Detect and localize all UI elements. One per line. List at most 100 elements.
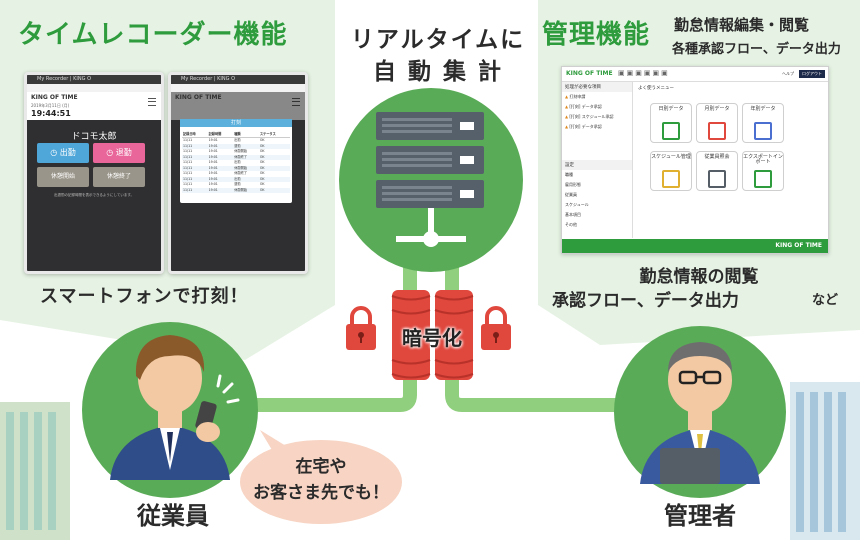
phone1-brand: KING OF TIME	[31, 94, 78, 101]
laptop-icon	[660, 448, 720, 484]
history-column-header: 記録時間	[207, 130, 234, 138]
table-cell: 19:01	[208, 160, 218, 164]
table-cell: 19:01	[208, 171, 218, 175]
building-right-icon	[790, 382, 860, 540]
table-cell: OK	[259, 182, 265, 186]
table-cell: 11/11	[183, 176, 193, 181]
bubble-line2: お客さま先でも！	[253, 483, 389, 503]
settings-item[interactable]: 基本項目	[565, 212, 581, 217]
break-end-button[interactable]: 休憩終了	[93, 167, 145, 187]
menu-tile[interactable]: スケジュール管理	[650, 151, 692, 191]
table-cell: 11/11	[183, 165, 193, 170]
clock-out-button[interactable]: ◷ 退勤	[93, 143, 145, 163]
table-cell: 11/11	[183, 154, 193, 159]
menu-tile[interactable]: 年別データ	[742, 103, 784, 143]
sidebar-item[interactable]: ▲ [打刻] データ承認	[562, 102, 632, 112]
sidebar-item-label: [打刻] データ承認	[569, 124, 602, 129]
menu-tile-label: 従業員照会	[704, 154, 730, 160]
admin-app-screen: KING OF TIME ▣▣▣▣▣▣ ヘルプ ログアウト 処理が必要な項目 ▲…	[561, 66, 829, 254]
right-panel-title: 管理機能	[542, 20, 651, 50]
phone2-header: KING OF TIME	[171, 92, 305, 120]
right-panel-caption1: 勤怠情報の閲覧	[639, 267, 759, 287]
settings-item[interactable]: スケジュール	[565, 202, 589, 207]
table-cell: OK	[259, 138, 265, 142]
warning-icon: ▲	[565, 94, 570, 99]
menu-tile[interactable]: 日別データ	[650, 103, 692, 143]
table-cell: 休憩開始	[234, 187, 247, 192]
menu-tile-icon	[662, 122, 680, 140]
table-cell: 19:01	[208, 176, 218, 181]
building-left-icon	[0, 402, 70, 540]
table-cell: 退勤	[234, 182, 241, 186]
phone1-user: ドコモ太郎	[71, 132, 117, 142]
menu-tile[interactable]: エクスポートインポート	[742, 151, 784, 191]
right-panel-subtitle2: 各種承認フロー、データ出力	[672, 42, 841, 57]
phone2-brand: KING OF TIME	[175, 94, 222, 101]
encryption-label: 暗号化	[402, 326, 462, 350]
sidebar-title: 処理が必要な項目	[562, 82, 632, 92]
app-sidebar: 処理が必要な項目 ▲ 打刻申請▲ [打刻] データ承認▲ [打刻] スケジュール…	[562, 82, 633, 238]
menu-tile-label: 日別データ	[658, 106, 684, 112]
table-cell: 休憩終了	[234, 171, 247, 175]
table-cell: 19:01	[208, 143, 218, 148]
settings-item[interactable]: 職種	[565, 172, 573, 177]
help-link[interactable]: ヘルプ	[782, 71, 794, 76]
clock-in-button[interactable]: ◷ 出勤	[37, 143, 89, 163]
table-cell: 出勤	[234, 176, 241, 181]
menu-icon[interactable]	[292, 98, 300, 106]
phone1-date: 2019年3月11日 (月)	[31, 103, 70, 108]
table-cell: 11/11	[183, 138, 193, 142]
settings-items: 職種雇用形態従業員スケジュール基本項目その他	[562, 170, 632, 230]
sidebar-item-label: [打刻] データ承認	[569, 104, 602, 109]
cable-to-employee	[228, 243, 417, 412]
table-cell: 19:01	[208, 149, 218, 153]
logout-button[interactable]: ログアウト	[799, 70, 825, 78]
table-cell: 休憩開始	[234, 149, 247, 153]
table-cell: 19:01	[208, 154, 218, 159]
server-icon	[376, 112, 484, 247]
phone1-time: 19:44:51	[31, 109, 71, 118]
center-title-line2: 自 動 集 計	[372, 59, 504, 85]
break-start-button[interactable]: 休憩開始	[37, 167, 89, 187]
settings-item[interactable]: 雇用形態	[565, 182, 581, 187]
right-panel-caption2: 承認フロー、データ出力	[552, 291, 739, 311]
table-cell: 11/11	[183, 143, 193, 148]
phone1-header: KING OF TIME 2019年3月11日 (月) 19:44:51	[27, 92, 161, 120]
sidebar-item[interactable]: ▲ [打刻] スケジュール承認	[562, 112, 632, 122]
warning-icon: ▲	[565, 104, 570, 109]
sidebar-item[interactable]: ▲ [打刻] データ承認	[562, 122, 632, 132]
bubble-line1: 在宅や	[295, 457, 347, 477]
table-cell: OK	[259, 149, 265, 153]
menu-tile-icon	[754, 122, 772, 140]
sidebar-item-label: [打刻] スケジュール承認	[569, 114, 614, 119]
app-toolbar: KING OF TIME ▣▣▣▣▣▣ ヘルプ ログアウト	[562, 67, 828, 82]
menu-tile[interactable]: 月別データ	[696, 103, 738, 143]
manager-label: 管理者	[664, 502, 736, 530]
menu-icon[interactable]	[148, 98, 156, 106]
menu-tile-label: 月別データ	[704, 106, 730, 112]
toolbar-icons[interactable]: ▣▣▣▣▣▣	[618, 69, 670, 77]
table-cell: 休憩開始	[234, 165, 247, 170]
table-cell: OK	[259, 187, 265, 192]
clock-icon: ◷	[50, 148, 60, 157]
app-brand: KING OF TIME	[566, 70, 613, 77]
menu-tile-icon	[708, 170, 726, 188]
table-cell: 11/11	[183, 160, 193, 164]
table-cell: 11/11	[183, 182, 193, 186]
sidebar-item[interactable]: ▲ 打刻申請	[562, 92, 632, 102]
settings-item[interactable]: その他	[565, 222, 577, 227]
history-column-header: ステータス	[258, 130, 290, 138]
menu-tile[interactable]: 従業員照会	[696, 151, 738, 191]
menu-tile-label: エクスポートインポート	[743, 154, 783, 165]
speech-bubble-tail	[260, 430, 286, 450]
settings-item[interactable]: 従業員	[565, 192, 577, 197]
